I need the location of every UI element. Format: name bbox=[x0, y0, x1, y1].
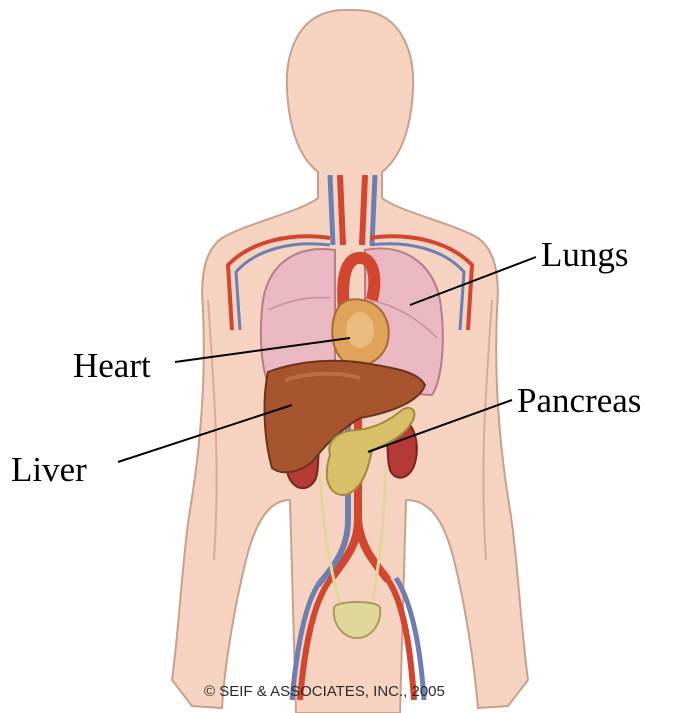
heart-highlight bbox=[346, 312, 374, 348]
label-lungs: Lungs bbox=[541, 237, 629, 272]
neck-artery bbox=[340, 175, 343, 245]
neck-vein-right bbox=[372, 175, 375, 245]
neck-artery-right bbox=[362, 175, 365, 245]
label-heart: Heart bbox=[73, 348, 151, 383]
label-pancreas: Pancreas bbox=[517, 383, 641, 418]
copyright-notice: © SEIF & ASSOCIATES, INC., 2005 bbox=[204, 683, 445, 700]
neck-vein bbox=[330, 175, 333, 245]
label-liver: Liver bbox=[11, 452, 87, 487]
